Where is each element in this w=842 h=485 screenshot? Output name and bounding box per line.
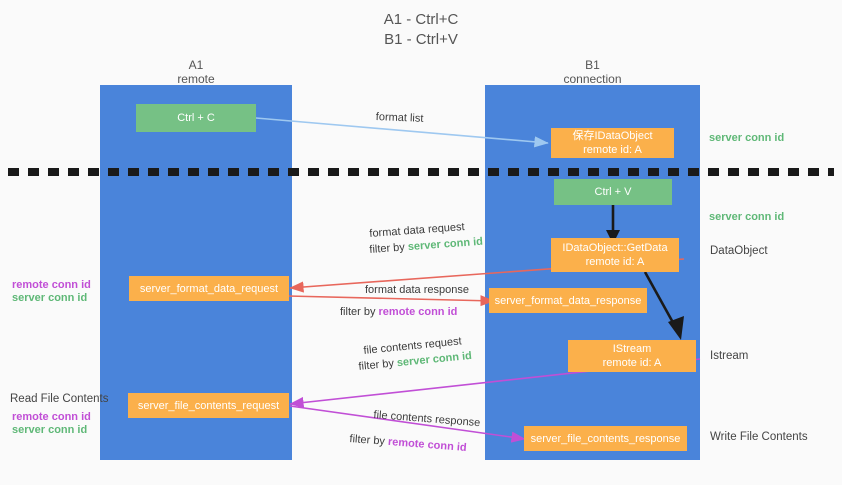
filter-value-server-conn-id: server conn id: [407, 235, 484, 254]
box-istream-line1: IStream: [612, 343, 652, 355]
box-server-file-contents-request[interactable]: server_file_contents_request: [128, 393, 289, 418]
left-label-read-file-contents: Read File Contents: [10, 393, 109, 405]
arrow-label-file-contents-response-filter: filter by remote conn id: [349, 433, 467, 454]
column-header-a1: A1 remote: [100, 58, 292, 86]
box-istream-line2: remote id: A: [602, 357, 662, 369]
box-ctrl-v-line1: Ctrl + V: [594, 186, 632, 198]
box-server-format-data-request-label: server_format_data_request: [139, 282, 279, 295]
right-label-write-file-contents: Write File Contents: [710, 431, 808, 443]
left-label-server-conn-id-1: server conn id: [12, 292, 88, 304]
box-save-idataobject-line2: remote id: A: [583, 144, 642, 156]
left-label-server-conn-id-2: server conn id: [12, 424, 88, 436]
column-b1-sub: connection: [563, 72, 622, 86]
box-server-format-data-response[interactable]: server_format_data_response: [489, 288, 647, 313]
filter-prefix: filter by: [340, 306, 379, 318]
arrow-label-format-list: format list: [375, 111, 424, 125]
left-label-remote-conn-id-2: remote conn id: [12, 411, 91, 423]
box-ctrl-c-line1: Ctrl + C: [177, 112, 215, 124]
column-a1-name: A1: [188, 58, 204, 72]
column-a1-sub: remote: [177, 72, 215, 86]
filter-value-remote-conn-id: remote conn id: [387, 435, 468, 454]
arrow-label-file-contents-response: file contents response: [373, 409, 481, 430]
page-title: A1 - Ctrl+C B1 - Ctrl+V: [0, 10, 842, 50]
filter-value-remote-conn-id: remote conn id: [378, 306, 458, 318]
box-server-file-contents-response[interactable]: server_file_contents_response: [524, 426, 687, 451]
filter-prefix: filter by: [349, 433, 389, 448]
filter-prefix: filter by: [369, 241, 409, 256]
box-save-idataobject[interactable]: 保存IDataObject remote id: A: [551, 128, 674, 158]
right-label-server-conn-id-2: server conn id: [709, 211, 785, 223]
column-header-b1: B1 connection: [485, 58, 700, 86]
right-label-server-conn-id-1: server conn id: [709, 132, 785, 144]
arrow-label-format-data-response-filter: filter by remote conn id: [340, 306, 457, 318]
box-istream[interactable]: IStream remote id: A: [568, 340, 696, 372]
box-idataobject-getdata[interactable]: IDataObject::GetData remote id: A: [551, 238, 679, 272]
box-server-file-contents-response-label: server_file_contents_response: [530, 432, 681, 445]
box-getdata-line1: IDataObject::GetData: [562, 242, 668, 254]
box-server-format-data-request[interactable]: server_format_data_request: [129, 276, 289, 301]
arrow-label-format-data-response: format data response: [365, 284, 469, 296]
box-server-format-data-response-label: server_format_data_response: [494, 294, 642, 307]
filter-value-server-conn-id: server conn id: [396, 349, 473, 370]
box-ctrl-c[interactable]: Ctrl + C: [136, 104, 256, 132]
box-save-idataobject-line1: 保存IDataObject: [572, 130, 653, 142]
box-ctrl-v[interactable]: Ctrl + V: [554, 179, 672, 205]
right-label-istream: Istream: [710, 350, 749, 362]
box-server-file-contents-request-label: server_file_contents_request: [137, 399, 280, 412]
left-label-remote-conn-id-1: remote conn id: [12, 279, 91, 291]
column-b1-name: B1: [585, 58, 600, 72]
arrow-format-data-response: [287, 295, 495, 307]
title-line-1: A1 - Ctrl+C: [383, 11, 459, 28]
box-getdata-line2: remote id: A: [585, 256, 645, 268]
right-label-dataobject: DataObject: [710, 245, 768, 257]
filter-prefix: filter by: [358, 357, 398, 373]
title-line-2: B1 - Ctrl+V: [384, 31, 458, 48]
